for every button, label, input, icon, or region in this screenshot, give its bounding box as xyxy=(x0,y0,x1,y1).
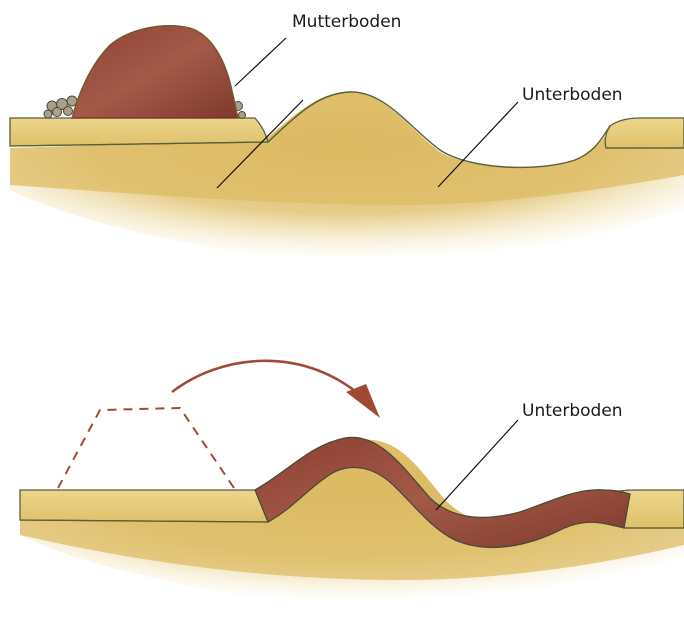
leader-topsoil xyxy=(235,38,286,86)
label-bottom-subsoil: Unterboden xyxy=(522,401,623,421)
top-sand-band-left xyxy=(10,118,268,146)
former-mound-outline xyxy=(58,408,234,488)
leader-bottom-subsoil xyxy=(436,420,518,510)
top-sand-band-right xyxy=(605,118,684,148)
label-top-subsoil: Unterboden xyxy=(522,85,623,105)
transfer-arrow xyxy=(172,361,360,395)
label-topsoil: Mutterboden xyxy=(292,12,401,32)
bottom-sand-band-left xyxy=(20,490,268,522)
topsoil-mound xyxy=(72,26,238,118)
